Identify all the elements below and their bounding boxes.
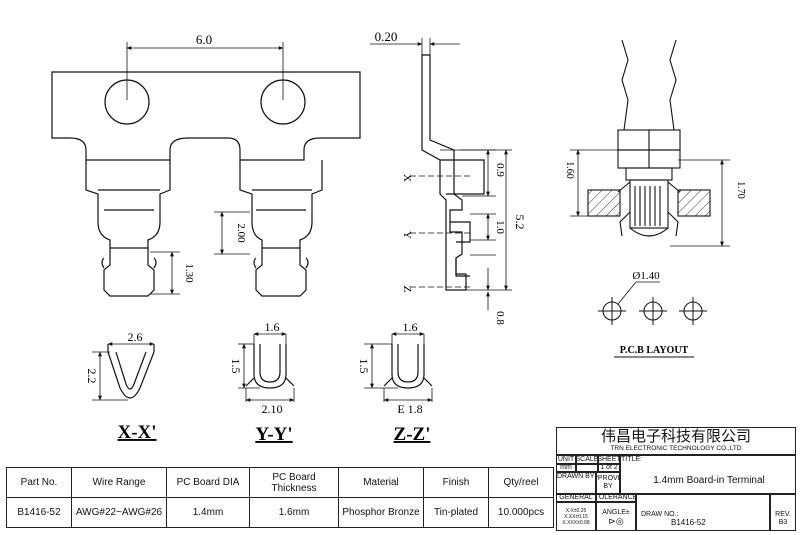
draw-no-value: B1416-52 [671, 518, 706, 527]
col-finish: Finish [423, 467, 489, 498]
section-x-label: X-X' [117, 422, 156, 443]
terminal-top-view [51, 71, 361, 297]
cell-qty: 10.000pcs [488, 497, 554, 528]
side-view-dimensions [370, 38, 512, 310]
rev-label: REV. [775, 511, 791, 518]
top-view-dimensions [126, 42, 284, 295]
projection-icon: ⊳◎ [608, 515, 624, 526]
section-z-bottom: E 1.8 [397, 402, 422, 416]
spec-data-row: B1416-52 AWG#22~AWG#26 1.4mm 1.6mm Phosp… [6, 497, 554, 528]
pcb-layout-holes [598, 281, 707, 325]
section-z-width: 1.6 [403, 320, 418, 334]
scale-value [576, 464, 598, 472]
dim-1-0: 1.0 [494, 220, 506, 234]
dim-thickness: 0.20 [375, 29, 398, 44]
company-cn: 伟昌电子科技有限公司 [600, 428, 751, 445]
dim-1-70: 1.70 [735, 181, 746, 199]
draw-no-label: DRAW NO.: [641, 511, 679, 518]
dim-0-9: 0.9 [494, 163, 506, 177]
draw-no-block: DRAW NO.: B1416-52 [636, 494, 770, 531]
title-label: TITLE: [620, 455, 796, 494]
col-material: Material [338, 467, 424, 498]
section-x-width: 2.6 [128, 330, 143, 344]
col-wire-range: Wire Range [71, 467, 167, 498]
tolerance-label: TOLERANCE [596, 494, 636, 502]
dim-5-2: 5.2 [513, 215, 527, 230]
pcb-mount-view [587, 39, 711, 237]
spec-table: Part No. Wire Range PC Board DIA PC Boar… [6, 467, 554, 528]
sheet-label: SHEET [598, 455, 620, 464]
section-y-dims [238, 332, 295, 402]
section-z [383, 344, 433, 389]
section-y [245, 344, 295, 389]
dim-0-8: 0.8 [494, 311, 506, 325]
dim-pitch: 6.0 [196, 32, 212, 47]
angle-label: ANGLE± [602, 508, 630, 516]
cell-material: Phosphor Bronze [338, 497, 424, 528]
pcb-dimensions [570, 149, 730, 247]
company-block: 伟昌电子科技有限公司 TRN ELECTRONIC TECHNOLOGY CO.… [556, 427, 796, 455]
rev-block: REV. B3 [770, 494, 796, 531]
dim-hole-dia: Ø1.40 [632, 270, 660, 282]
spec-header-row: Part No. Wire Range PC Board DIA PC Boar… [6, 467, 554, 498]
section-y-height: 1.5 [229, 359, 243, 374]
dim-1-30: 1.30 [183, 263, 195, 283]
approved-by: APPROVED BY [596, 472, 620, 494]
dim-2-00: 2.00 [235, 223, 247, 243]
col-part-no: Part No. [6, 467, 72, 498]
cell-finish: Tin-plated [423, 497, 489, 528]
general-label: GENERAL [556, 494, 596, 502]
title-block: 伟昌电子科技有限公司 TRN ELECTRONIC TECHNOLOGY CO.… [556, 427, 796, 531]
unit-value: mm [556, 464, 576, 472]
sheet-value: 1 of 2 [598, 464, 620, 472]
section-y-bottom: 2.10 [262, 402, 283, 416]
company-en: TRN ELECTRONIC TECHNOLOGY CO.,LTD [610, 445, 742, 452]
col-board-dia: PC Board DIA [166, 467, 250, 498]
dim-1-60: 1.60 [564, 161, 575, 179]
section-y-width: 1.6 [265, 320, 280, 334]
drawn-by: DRAWN BY [556, 472, 596, 494]
unit-label: UNIT [556, 455, 576, 464]
section-y-label: Y-Y' [255, 424, 292, 445]
cell-board-thickness: 1.6mm [249, 497, 339, 528]
tol-1: X.X±0.25 [565, 507, 587, 514]
section-x [107, 344, 155, 399]
section-x-dims [92, 342, 155, 401]
col-board-thickness: PC Board Thickness [249, 467, 339, 498]
title-value: 1.4mm Board-in Terminal [653, 474, 765, 486]
cell-wire-range: AWG#22~AWG#26 [71, 497, 167, 528]
label-z: Z [401, 286, 413, 293]
tol-2: X.XX±0.15 [564, 513, 588, 520]
cell-board-dia: 1.4mm [166, 497, 250, 528]
rev-value: B3 [778, 519, 788, 526]
section-z-dims [364, 332, 433, 402]
pcb-layout-title: P.C.B LAYOUT [620, 345, 689, 356]
label-x: X [401, 174, 413, 182]
label-y: Y [401, 231, 413, 239]
tol-3: X.XXX±0.08 [562, 519, 590, 526]
col-qty: Qty/reel [488, 467, 554, 498]
section-z-label: Z-Z' [394, 424, 431, 445]
terminal-side-view [421, 54, 485, 291]
tolerance-values: X.X±0.25 X.XX±0.15 X.XXX±0.08 [556, 502, 596, 531]
section-z-height: 1.5 [357, 359, 371, 374]
angle-block: ANGLE± ⊳◎ [596, 502, 636, 531]
section-x-height: 2.2 [85, 369, 99, 384]
scale-label: SCALE [576, 455, 598, 464]
cell-part-no: B1416-52 [6, 497, 72, 528]
